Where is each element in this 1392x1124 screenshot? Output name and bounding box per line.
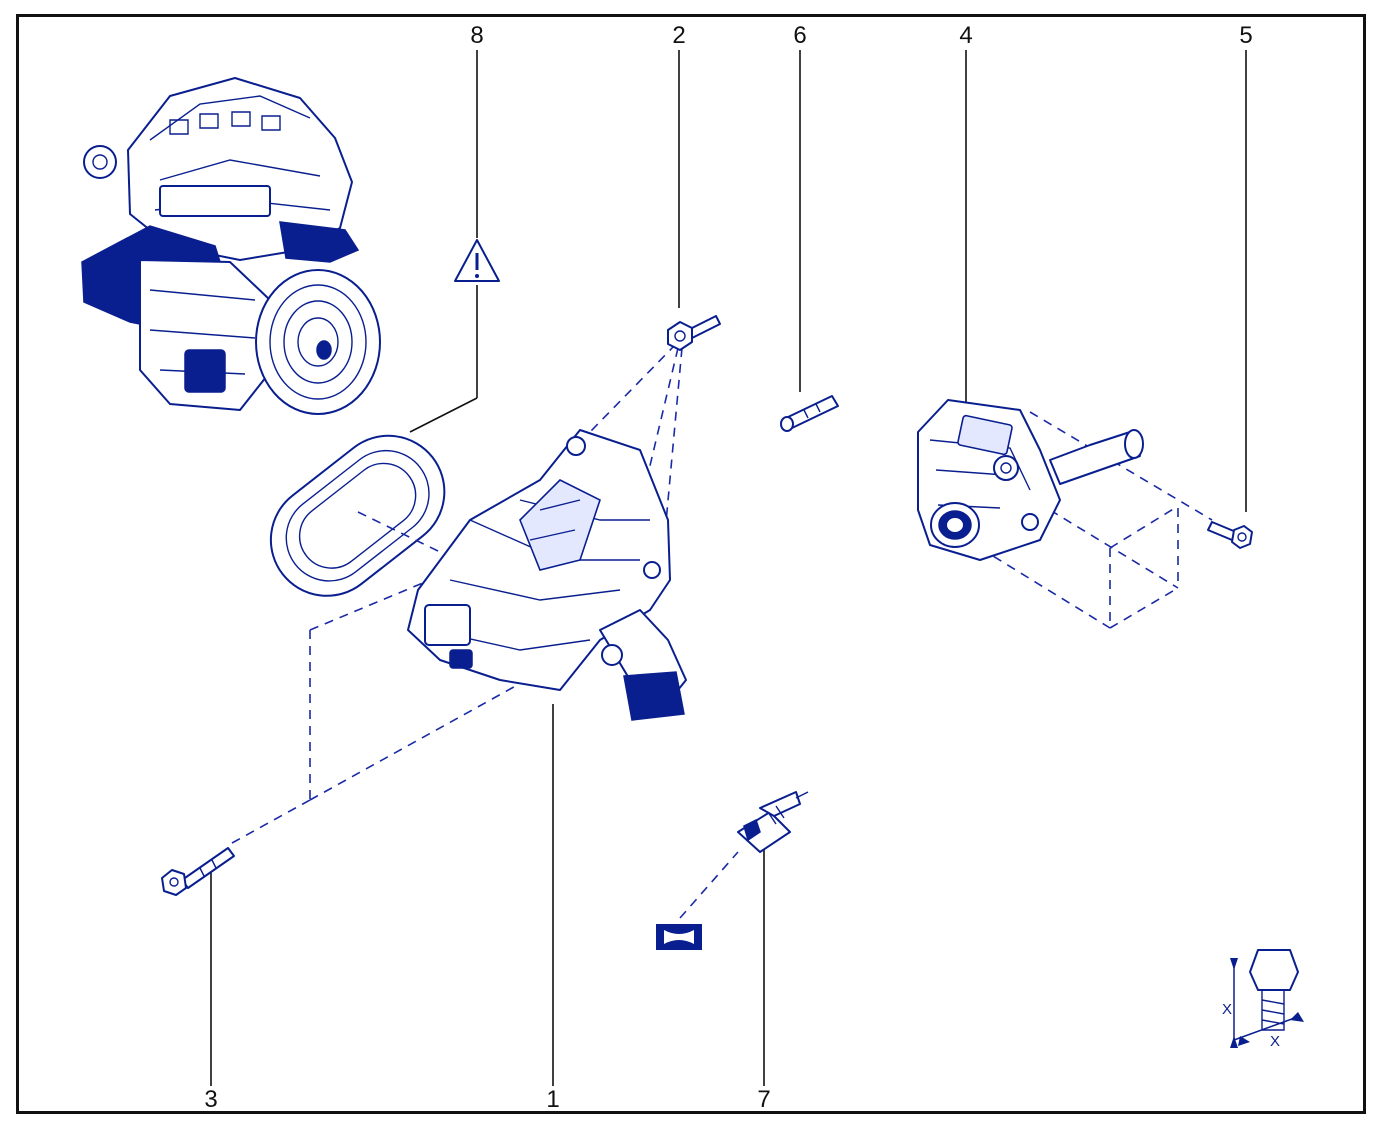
dimension-x-vertical: X bbox=[1222, 1001, 1232, 1018]
part-7-temperature-sensor bbox=[737, 791, 809, 853]
callout-2: 2 bbox=[672, 22, 685, 49]
leader-lines bbox=[210, 50, 1247, 1086]
callout-6: 6 bbox=[793, 22, 806, 49]
diagram-frame bbox=[16, 14, 1366, 1114]
callout-1: 1 bbox=[546, 1086, 559, 1113]
dimension-x-horizontal: X bbox=[1270, 1033, 1280, 1050]
seal-compound-icon bbox=[656, 924, 702, 950]
part-4-thermostat-housing bbox=[917, 399, 1144, 561]
bolt-dimension-icon: X X bbox=[1222, 949, 1304, 1050]
part-1-coolant-housing bbox=[407, 429, 687, 721]
part-5-bolt bbox=[1207, 521, 1253, 549]
part-2-bolt bbox=[667, 315, 721, 351]
warning-triangle-icon bbox=[454, 239, 500, 282]
assembly-dashed-lines bbox=[231, 343, 1213, 919]
engine-reference-illustration bbox=[81, 77, 381, 415]
part-8-gasket bbox=[269, 434, 446, 597]
part-6-stud bbox=[780, 395, 839, 432]
callout-7: 7 bbox=[757, 1086, 770, 1113]
callout-8: 8 bbox=[470, 22, 483, 49]
callout-3: 3 bbox=[204, 1086, 217, 1113]
callout-4: 4 bbox=[959, 22, 972, 49]
callout-5: 5 bbox=[1239, 22, 1252, 49]
part-3-bolt bbox=[161, 847, 235, 896]
